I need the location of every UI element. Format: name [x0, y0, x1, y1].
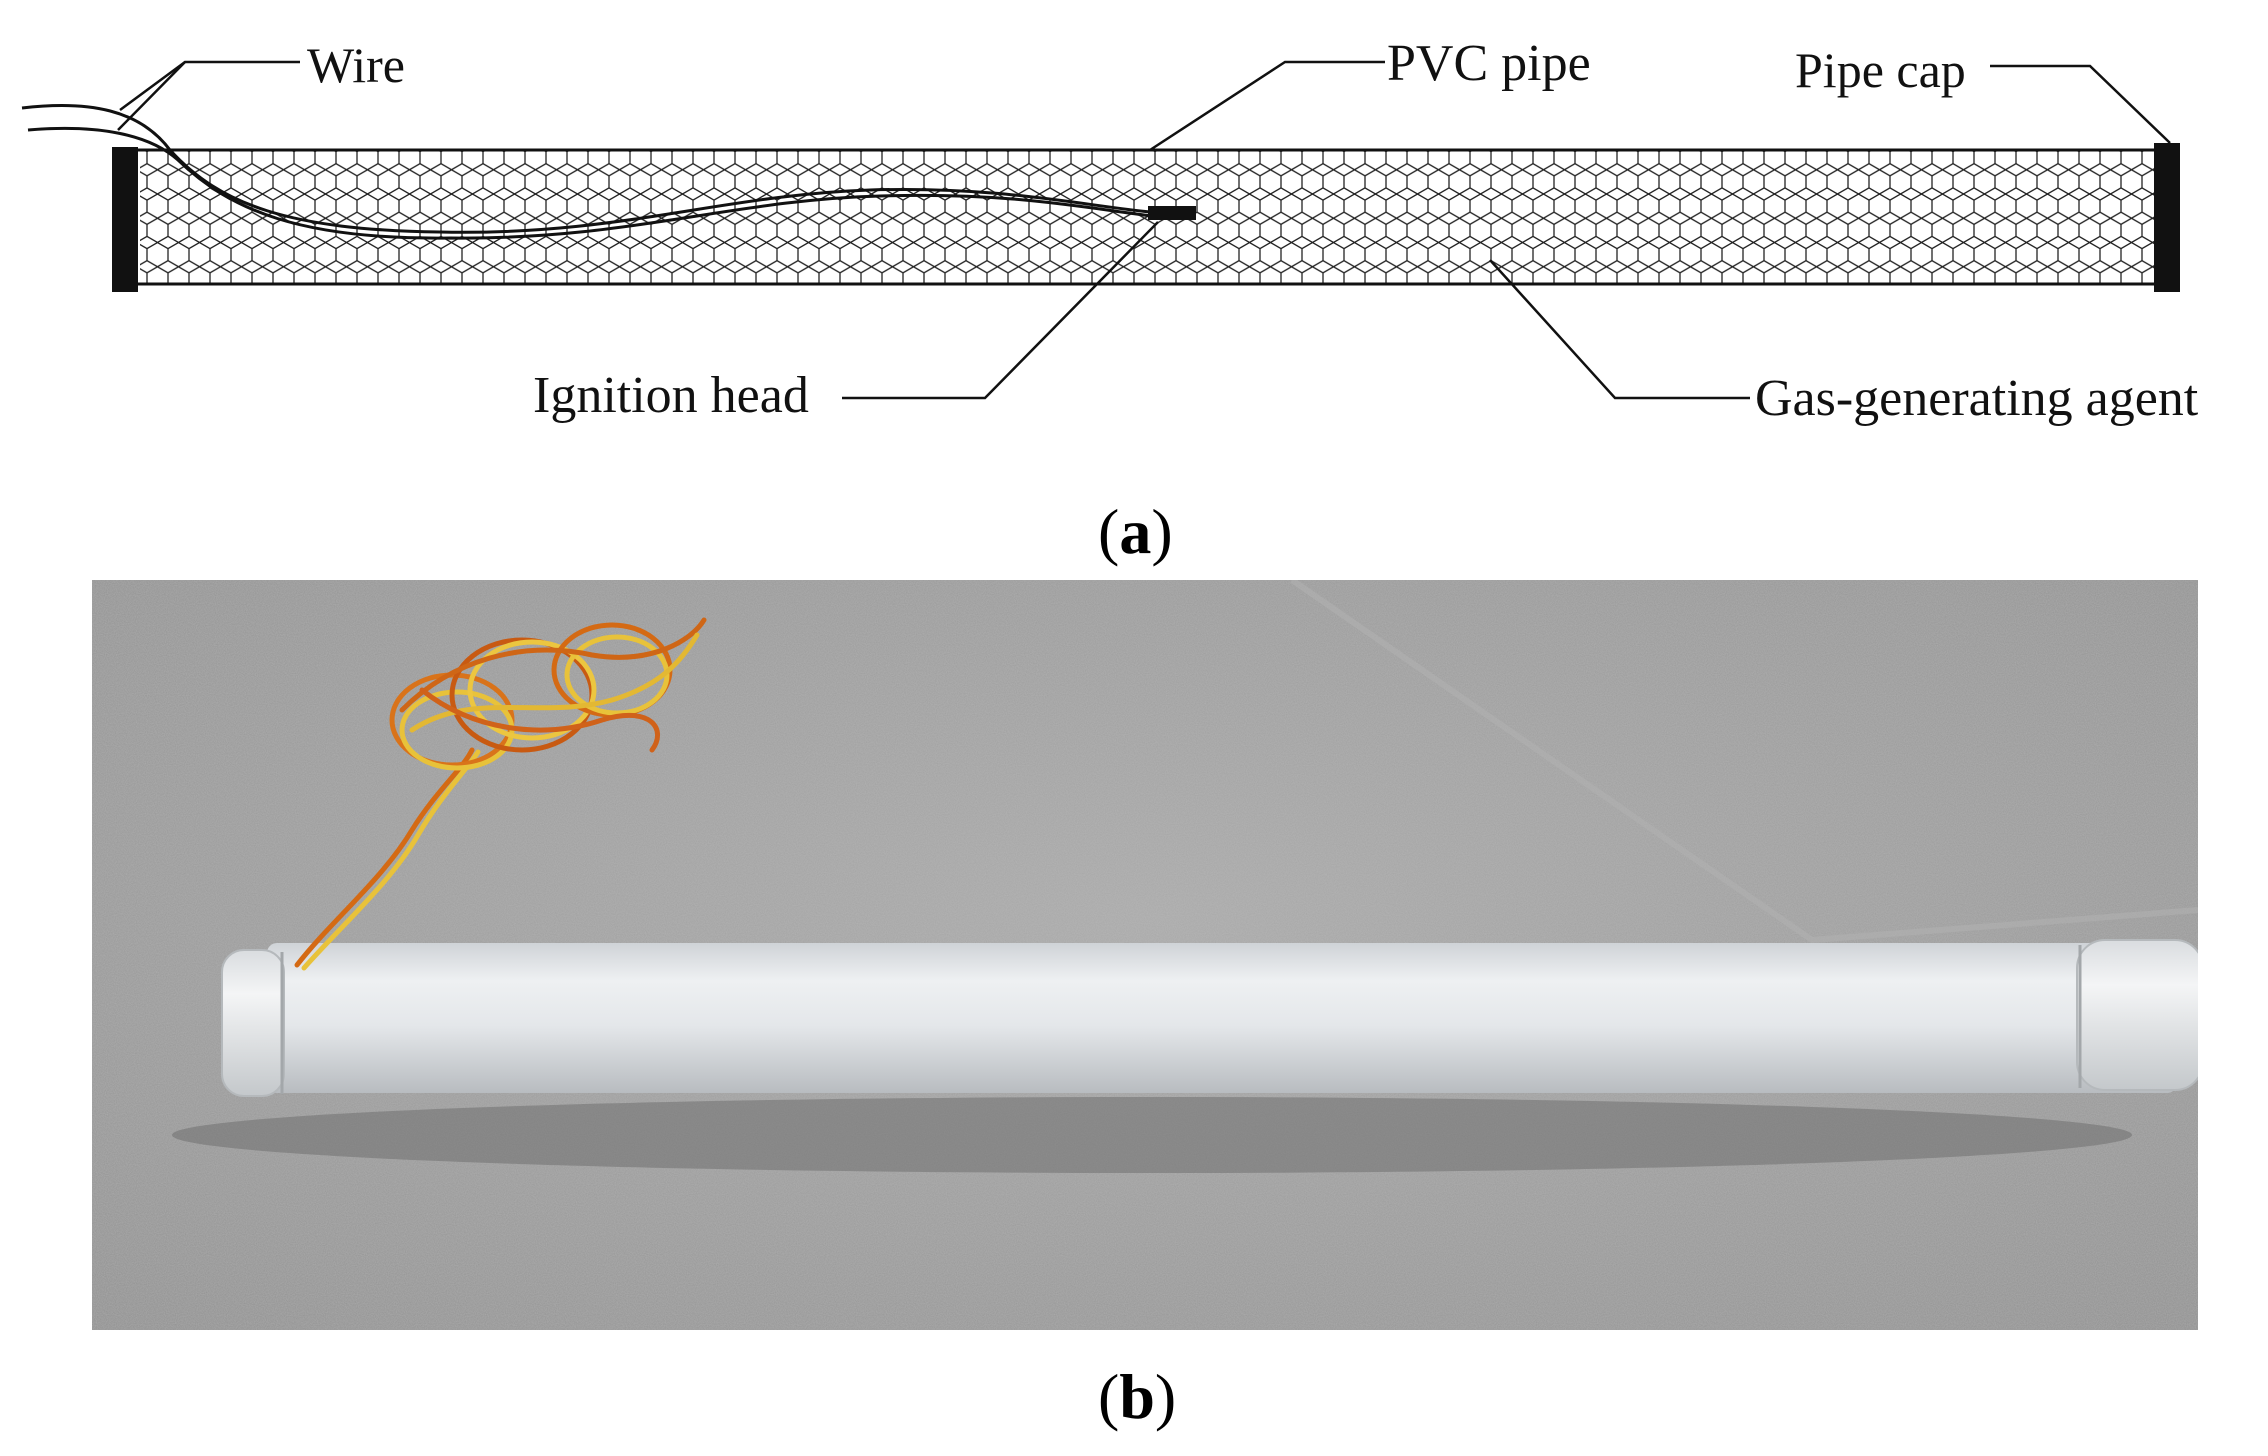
ignition-head: [1148, 206, 1196, 220]
photo-wire-coil: [294, 617, 707, 971]
pipe-cap-right: [2154, 143, 2180, 292]
photo-pvc-pipe: [221, 939, 2198, 1097]
pvc-pipe-body: [130, 148, 2165, 286]
caption-b-letter: b: [1119, 1361, 1155, 1432]
gas-generating-agent-label: Gas-generating agent: [1755, 370, 2199, 427]
leader-lines: [117, 60, 2171, 400]
caption-a-letter: a: [1119, 496, 1152, 567]
pipe-cap-label: Pipe cap: [1795, 42, 1966, 98]
caption-a: (a): [1098, 500, 1173, 564]
pvc-pipe-label: PVC pipe: [1387, 35, 1591, 92]
photo-cap-right: [2076, 939, 2198, 1091]
photo-pipe: [92, 580, 2198, 1330]
caption-b: (b): [1098, 1365, 1176, 1429]
photo-cap-left: [221, 949, 285, 1097]
caption-a-close: ): [1151, 496, 1173, 567]
wire-lines: [21, 103, 1153, 240]
schematic-diagram: [21, 60, 2180, 400]
caption-b-open: (: [1098, 1361, 1120, 1432]
wire-label: Wire: [307, 37, 405, 93]
pipe-cap-left: [112, 147, 138, 292]
caption-a-open: (: [1098, 496, 1120, 567]
caption-b-close: ): [1154, 1361, 1177, 1432]
ignition-head-label: Ignition head: [533, 367, 809, 424]
